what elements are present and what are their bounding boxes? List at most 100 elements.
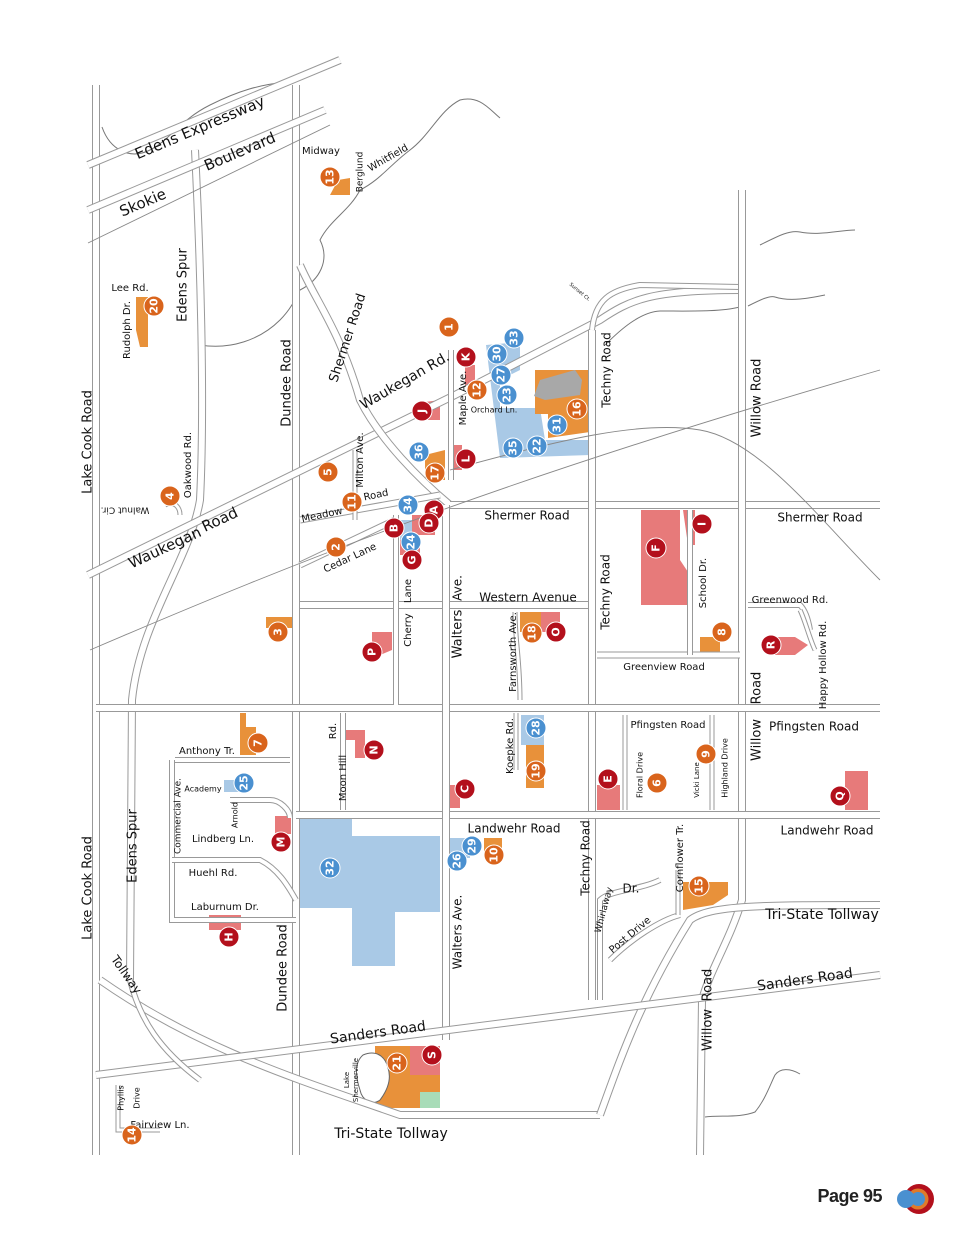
street-label-willow-mid1: Road: [750, 672, 765, 705]
marker-blue-31[interactable]: 31: [546, 414, 568, 436]
marker-circle: [490, 364, 512, 386]
marker-red-G[interactable]: G: [401, 549, 423, 571]
marker-orange-14[interactable]: 14: [121, 1124, 143, 1146]
marker-label: G: [406, 555, 419, 564]
marker-red-N[interactable]: N: [363, 739, 385, 761]
marker-blue-22[interactable]: 22: [526, 435, 548, 457]
marker-red-S[interactable]: S: [421, 1044, 443, 1066]
marker-orange-17[interactable]: 17: [424, 462, 446, 484]
marker-orange-13[interactable]: 13: [319, 166, 341, 188]
marker-orange-8[interactable]: 8: [711, 621, 733, 643]
marker-blue-23[interactable]: 23: [496, 384, 518, 406]
street-label-willow-low1: Road: [701, 969, 716, 1002]
marker-circle: [695, 743, 717, 765]
marker-blue-35[interactable]: 35: [502, 437, 524, 459]
marker-red-J[interactable]: J: [411, 400, 433, 422]
marker-red-D[interactable]: D: [418, 512, 440, 534]
marker-orange-7[interactable]: 7: [247, 732, 269, 754]
street-label-meadow-road: Road: [363, 488, 390, 504]
marker-red-I[interactable]: I: [691, 513, 713, 535]
marker-red-E[interactable]: E: [597, 768, 619, 790]
street-label-anthony-tr: Anthony Tr.: [179, 746, 235, 757]
creeks: [101, 81, 856, 1118]
marker-orange-5[interactable]: 5: [317, 461, 339, 483]
marker-orange-6[interactable]: 6: [646, 772, 668, 794]
street-label-huehl-rd: Huehl Rd.: [189, 868, 238, 879]
marker-label: 21: [391, 1055, 404, 1070]
marker-orange-20[interactable]: 20: [143, 295, 165, 317]
street-label-edens-spur-bottom: Edens Spur: [126, 809, 141, 883]
marker-red-F[interactable]: F: [645, 537, 667, 559]
marker-orange-12[interactable]: 12: [466, 379, 488, 401]
marker-orange-2[interactable]: 2: [325, 536, 347, 558]
marker-red-C[interactable]: C: [454, 778, 476, 800]
marker-circle: [546, 414, 568, 436]
marker-label: F: [650, 544, 663, 552]
marker-orange-15[interactable]: 15: [688, 875, 710, 897]
marker-label: 1: [443, 323, 456, 331]
marker-red-R[interactable]: R: [760, 634, 782, 656]
marker-circle: [521, 622, 543, 644]
marker-orange-16[interactable]: 16: [566, 398, 588, 420]
marker-red-B[interactable]: B: [383, 517, 405, 539]
street-label-techny-road-low: Techny Road: [579, 820, 593, 897]
marker-red-P[interactable]: P: [361, 641, 383, 663]
marker-orange-10[interactable]: 10: [483, 844, 505, 866]
street-label-milton-ave: Milton Ave.: [355, 432, 366, 487]
marker-orange-1[interactable]: 1: [438, 316, 460, 338]
street-label-orchard-ln: Orchard Ln.: [471, 406, 518, 415]
marker-blue-36[interactable]: 36: [408, 441, 430, 463]
road-post-drive: [607, 912, 681, 963]
street-label-oakwood-rd: Oakwood Rd.: [183, 432, 194, 498]
area-red-F: [641, 510, 690, 605]
marker-label: 9: [700, 750, 713, 758]
marker-blue-28[interactable]: 28: [525, 717, 547, 739]
marker-red-Q[interactable]: Q: [829, 785, 851, 807]
marker-red-K[interactable]: K: [455, 346, 477, 368]
street-label-landwehr-road-2: Landwehr Road: [781, 824, 874, 838]
street-label-cherry-lane: Cherry: [403, 613, 414, 647]
marker-blue-33[interactable]: 33: [503, 327, 525, 349]
marker-red-M[interactable]: M: [270, 831, 292, 853]
marker-blue-26[interactable]: 26: [446, 850, 468, 872]
marker-circle: [319, 166, 341, 188]
street-label-tiny-court: Sunset Ct.: [568, 282, 592, 303]
marker-orange-4[interactable]: 4: [159, 485, 181, 507]
creek-skokie: [299, 98, 501, 291]
road-whirlaway-dr: [597, 877, 662, 1000]
marker-red-L[interactable]: L: [455, 448, 477, 470]
marker-red-O[interactable]: O: [545, 621, 567, 643]
marker-label: 11: [346, 494, 359, 509]
markers: 1234567891011121314151617181920212223242…: [121, 166, 851, 1146]
marker-blue-24[interactable]: 24: [400, 531, 422, 553]
marker-circle: [502, 437, 524, 459]
marker-blue-25[interactable]: 25: [233, 772, 255, 794]
marker-label: 34: [402, 497, 415, 513]
marker-label: 19: [530, 763, 543, 778]
area-red-E: [597, 785, 620, 810]
creek-east2: [747, 294, 826, 307]
marker-blue-32[interactable]: 32: [319, 857, 341, 879]
marker-label: A: [428, 505, 441, 514]
creek-east1: [759, 229, 856, 246]
marker-circle: [461, 835, 483, 857]
marker-orange-18[interactable]: 18: [521, 622, 543, 644]
marker-orange-3[interactable]: 3: [267, 621, 289, 643]
marker-orange-9[interactable]: 9: [695, 743, 717, 765]
marker-circle: [233, 772, 255, 794]
marker-orange-11[interactable]: 11: [341, 491, 363, 513]
street-label-floral-drive: Floral Drive: [636, 752, 645, 798]
street-label-western-avenue: Western Avenue: [479, 591, 577, 605]
street-label-greenwood-rd: Greenwood Rd.: [752, 595, 829, 606]
marker-orange-21[interactable]: 21: [386, 1052, 408, 1074]
marker-blue-30[interactable]: 30: [486, 343, 508, 365]
marker-circle: [424, 462, 446, 484]
marker-label: 26: [451, 853, 464, 869]
marker-blue-29[interactable]: 29: [461, 835, 483, 857]
marker-orange-19[interactable]: 19: [525, 760, 547, 782]
marker-label: Q: [834, 791, 847, 800]
marker-red-H[interactable]: H: [218, 926, 240, 948]
marker-blue-34[interactable]: 34: [397, 494, 419, 516]
marker-blue-27[interactable]: 27: [490, 364, 512, 386]
